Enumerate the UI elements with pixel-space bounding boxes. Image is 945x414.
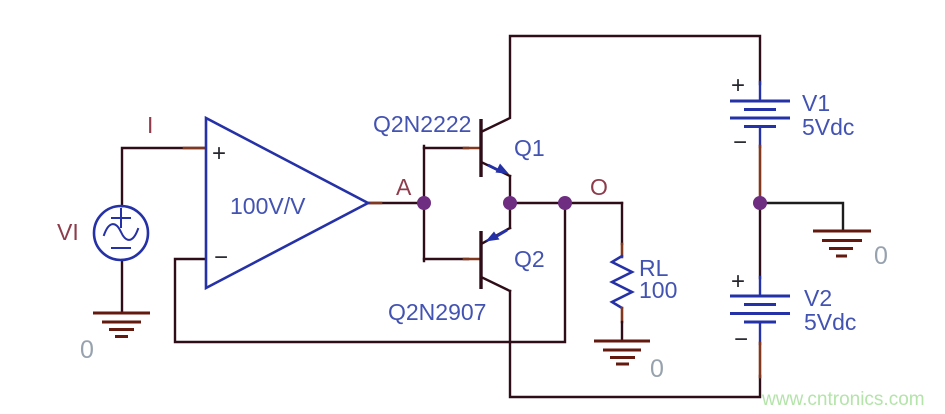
q2-ref-label: Q2 — [514, 246, 545, 272]
ground-symbol-rl: 0 — [594, 339, 664, 383]
q2-pnp-transistor: Q2N2907 Q2 — [388, 203, 545, 325]
v2-value-label: 5Vdc — [804, 309, 856, 335]
opamp-gain-label: 100V/V — [230, 193, 306, 219]
node-dot-supply-mid — [753, 196, 767, 210]
v1-minus-symbol: − — [733, 129, 747, 156]
opamp-plus-input-symbol: + — [212, 140, 226, 167]
vi-source: VI — [57, 204, 150, 262]
junction-dots — [417, 196, 767, 210]
resistor-zigzag-icon — [609, 254, 635, 310]
wire-vi-to-opamp-plus — [120, 146, 206, 208]
v2-minus-symbol: − — [734, 326, 748, 353]
wire-q2-collector-bottom-rail — [508, 289, 762, 399]
v1-ref-label: V1 — [802, 90, 830, 116]
v2-ref-label: V2 — [804, 285, 832, 311]
wire-q1-collector-top-rail — [479, 34, 762, 134]
opamp-triangle — [204, 115, 371, 291]
rl-ref-label: RL — [639, 255, 669, 281]
opamp: + − 100V/V — [204, 115, 371, 291]
rl-value-label: 100 — [639, 277, 677, 303]
q1-emitter-arrow-icon — [495, 163, 509, 174]
q1-ref-label: Q1 — [514, 135, 545, 161]
v2-battery: + − V2 5Vdc — [730, 268, 856, 379]
q2-model-label: Q2N2907 — [388, 299, 486, 325]
net-labels: I A O — [147, 112, 608, 200]
q2-collector — [479, 275, 512, 293]
vi-source-circle — [92, 204, 150, 262]
net-label-o: O — [590, 174, 608, 200]
ground-symbol-vi: 0 — [80, 311, 150, 364]
node-dot-output — [558, 196, 572, 210]
ground-label-vi: 0 — [80, 336, 94, 364]
net-label-i: I — [147, 112, 153, 138]
ground-label-right: 0 — [874, 242, 888, 270]
ground-label-rl: 0 — [650, 355, 664, 383]
sine-wave-icon — [102, 223, 140, 241]
q2-emitter-arrow-icon — [485, 231, 500, 242]
node-dot-a — [417, 196, 431, 210]
q1-npn-transistor: Q2N2222 Q1 — [373, 111, 545, 205]
v1-battery: + − V1 5Vdc — [730, 72, 854, 202]
node-dot-emitters — [503, 196, 517, 210]
v1-plus-symbol: + — [731, 72, 745, 99]
net-label-a: A — [396, 174, 412, 200]
watermark-text: www.cntronics.com — [761, 389, 925, 410]
v2-plus-symbol: + — [731, 268, 745, 295]
q1-model-label: Q2N2222 — [373, 111, 471, 137]
rl-resistor: RL 100 — [609, 242, 677, 342]
wire-feedback — [173, 204, 567, 344]
opamp-minus-input-symbol: − — [214, 244, 228, 271]
vi-label: VI — [57, 219, 79, 245]
ground-symbol-right: 0 — [813, 229, 888, 270]
v1-value-label: 5Vdc — [802, 114, 854, 140]
wire-junction-to-right-ground — [762, 201, 845, 231]
q2-emitter-arrow-shaft — [496, 228, 508, 238]
